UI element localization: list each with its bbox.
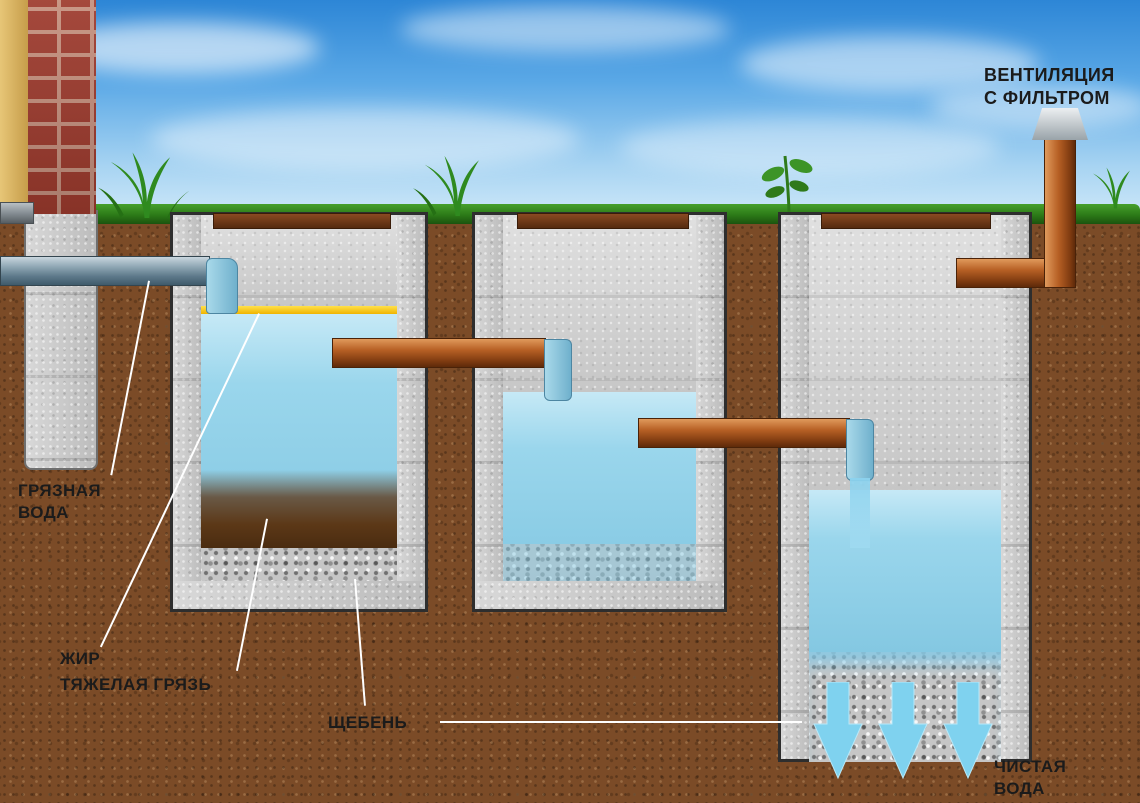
down-arrow-icon: [943, 682, 993, 780]
chamber-3-interior: [809, 215, 1001, 762]
label-ventilation: ВЕНТИЛЯЦИЯ С ФИЛЬТРОМ: [984, 64, 1115, 111]
chamber-3: [778, 212, 1032, 762]
chamber-2-wall-left: [475, 215, 503, 609]
chamber-2-gravel: [503, 544, 696, 581]
falling-water: [850, 478, 870, 548]
transfer-pipe-1: [332, 338, 546, 368]
grass-tuft: [1093, 167, 1130, 209]
wall-base-pipe: [0, 202, 34, 224]
chamber-3-wall-right: [1001, 215, 1029, 762]
chamber-2-wall-right: [696, 215, 724, 609]
transfer-pipe-1-elbow: [544, 339, 572, 401]
plant: [761, 155, 813, 216]
house-siding: [0, 0, 30, 222]
label-clean-water-line2: ВОДА: [994, 779, 1045, 799]
chamber-3-lid: [821, 213, 991, 229]
vent-cap: [1032, 108, 1088, 140]
vent-pipe-vertical: [1044, 138, 1076, 288]
label-heavy-dirt: ТЯЖЕЛАЯ ГРЯЗЬ: [60, 675, 212, 694]
chamber-1-lid: [213, 213, 391, 229]
label-ventilation-line1: ВЕНТИЛЯЦИЯ: [984, 65, 1115, 85]
chamber-2: [472, 212, 727, 612]
heavy-dirt-layer: [201, 470, 397, 548]
grass-tuft: [98, 152, 190, 218]
chamber-1-floor: [173, 581, 425, 609]
label-gravel: ЩЕБЕНЬ: [328, 713, 408, 732]
chamber-3-water: [809, 490, 1001, 652]
label-clean-water-line1: ЧИСТАЯ: [994, 757, 1067, 776]
down-arrow-icon: [813, 682, 863, 780]
sky: [0, 0, 1140, 232]
grass-tuft: [412, 155, 479, 216]
house-brick-wall: [28, 0, 96, 214]
clean-water-arrows: [813, 682, 993, 780]
chamber-2-floor: [475, 581, 724, 609]
fat-layer: [201, 306, 397, 314]
chamber-2-interior: [503, 215, 696, 581]
transfer-pipe-2-elbow: [846, 419, 874, 481]
house-foundation: [24, 210, 98, 470]
chamber-3-wall-left: [781, 215, 809, 762]
label-dirty-water-line2: ВОДА: [18, 503, 69, 523]
inlet-pipe: [0, 256, 210, 286]
leader-line-gravel-horizontal: [440, 721, 802, 723]
cloud: [740, 36, 1040, 92]
cloud: [400, 6, 730, 52]
chamber-1-gravel: [201, 548, 397, 581]
label-fat: ЖИР: [60, 649, 101, 668]
label-dirty-water-line1: ГРЯЗНАЯ: [18, 481, 101, 500]
down-arrow-icon: [878, 682, 928, 780]
chamber-2-lid: [517, 213, 689, 229]
chamber-1-wall-right: [397, 215, 425, 609]
chamber-2-air-space: [503, 215, 696, 395]
cloud: [930, 84, 1140, 128]
label-ventilation-line2: С ФИЛЬТРОМ: [984, 88, 1110, 109]
label-clean-water: ЧИСТАЯ ВОДА: [994, 756, 1066, 800]
inlet-elbow: [206, 258, 238, 314]
chamber-3-air-space: [809, 215, 1001, 493]
cloud: [150, 108, 580, 170]
transfer-pipe-2: [638, 418, 850, 448]
label-dirty-water: ГРЯЗНАЯ ВОДА: [18, 480, 101, 524]
